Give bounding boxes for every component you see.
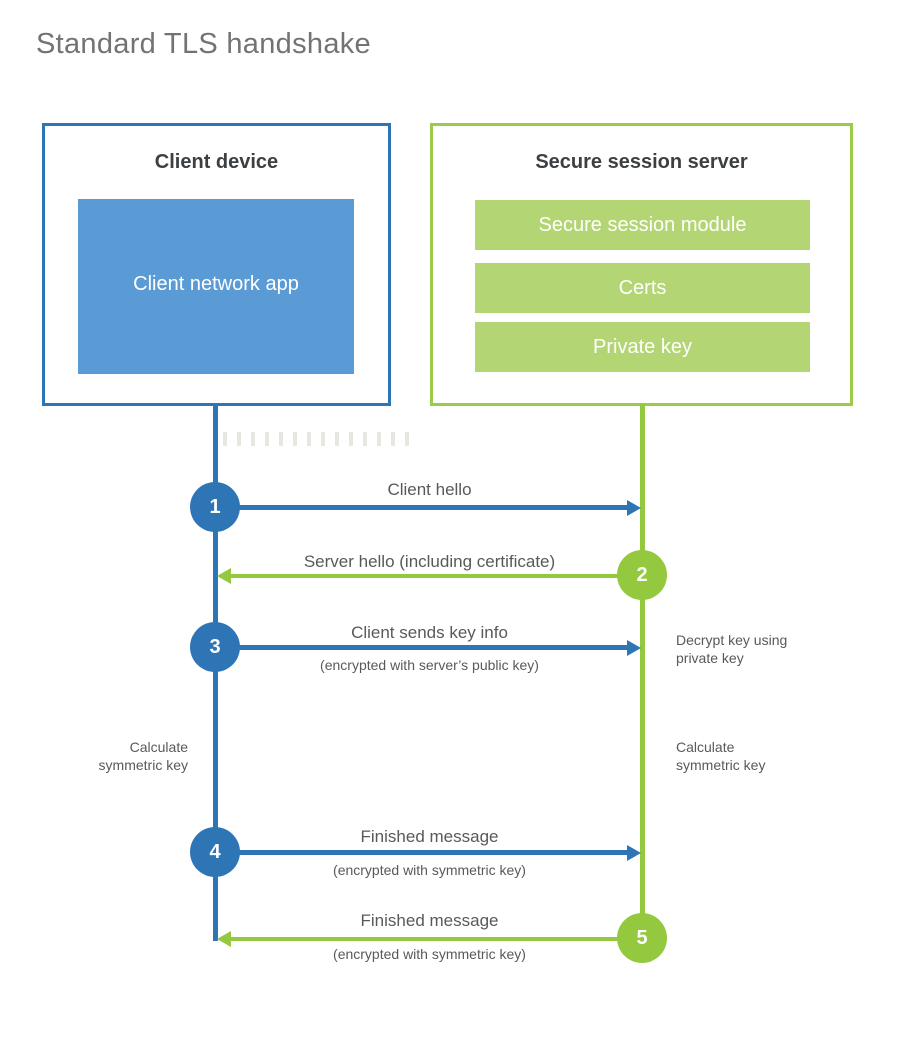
arrow-client-to-server — [216, 850, 627, 855]
message-label: Finished message — [360, 911, 499, 930]
message-label: Client sends key info — [351, 623, 508, 642]
note-decrypt-key: Decrypt key using private key — [676, 632, 788, 666]
step-circle: 1 — [190, 482, 240, 532]
arrow-server-to-client — [231, 937, 643, 941]
page-title: Standard TLS handshake — [36, 28, 371, 60]
message-label: Server hello (including certificate) — [303, 552, 556, 571]
faint-dashed-artifact — [223, 432, 411, 446]
client-network-app-box: Client network app — [78, 199, 354, 374]
message-label: Finished message — [360, 827, 499, 846]
step-circle: 4 — [190, 827, 240, 877]
server-heading: Secure session server — [535, 151, 748, 173]
client-network-app-label: Client network app — [133, 272, 299, 295]
arrow-server-to-client — [231, 574, 643, 578]
server-module-bar: Secure session module — [475, 200, 810, 250]
client-lifeline — [213, 404, 218, 941]
step-circle: 2 — [617, 550, 667, 600]
note-calculate-symmetric-key-server: Calculate symmetric key — [676, 739, 766, 773]
note-calculate-symmetric-key-client: Calculate symmetric key — [98, 739, 188, 773]
message-sublabel: (encrypted with symmetric key) — [333, 946, 526, 962]
message-sublabel: (encrypted with server’s public key) — [320, 657, 539, 673]
client-device-box: Client device Client network app — [42, 123, 391, 406]
server-certs-bar: Certs — [475, 263, 810, 313]
server-private-key-bar: Private key — [475, 322, 810, 372]
arrow-client-to-server — [216, 645, 627, 650]
message-sublabel: (encrypted with symmetric key) — [333, 862, 526, 878]
server-lifeline — [640, 404, 645, 960]
step-circle: 3 — [190, 622, 240, 672]
message-label: Client hello — [387, 480, 472, 499]
secure-session-server-box: Secure session server Secure session mod… — [430, 123, 853, 406]
arrow-client-to-server — [216, 505, 627, 510]
step-circle: 5 — [617, 913, 667, 963]
client-device-heading: Client device — [154, 151, 279, 173]
